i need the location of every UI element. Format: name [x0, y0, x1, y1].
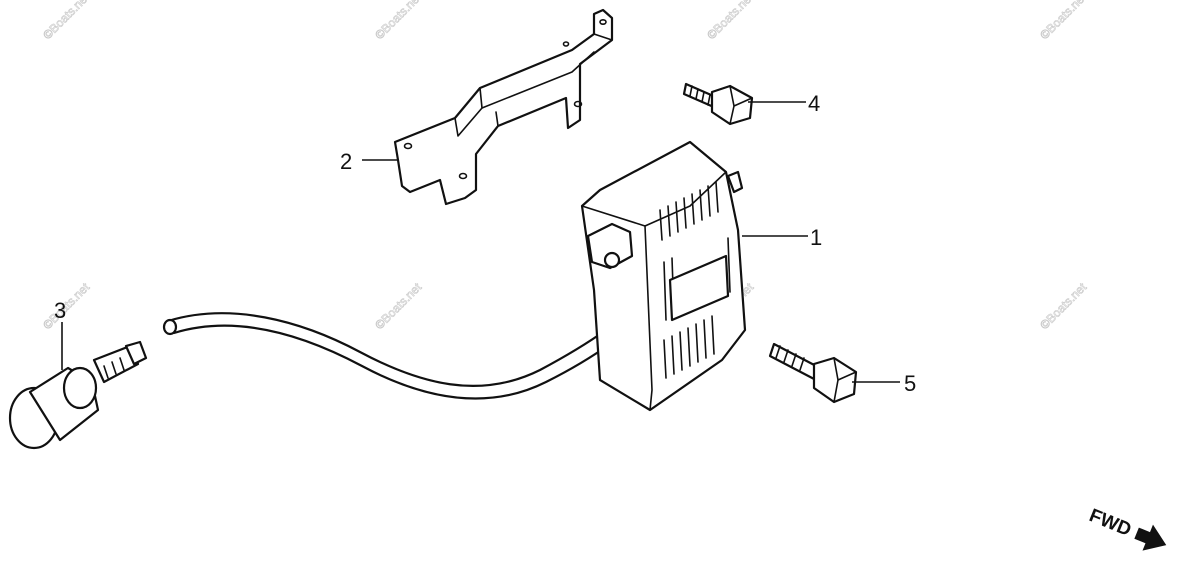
bolt-upper-part	[682, 82, 754, 126]
watermark: ©Boats.net	[1037, 280, 1089, 332]
spark-plug-cap-part	[8, 340, 148, 450]
callout-4: 4	[808, 91, 820, 116]
ignition-cable	[162, 294, 658, 400]
forward-arrow-icon	[1134, 524, 1167, 551]
watermark: ©Boats.net	[372, 0, 424, 42]
callout-3: 3	[54, 298, 66, 323]
watermark: ©Boats.net	[1037, 0, 1089, 42]
watermarks: ©Boats.net ©Boats.net ©Boats.net ©Boats.…	[40, 0, 1090, 332]
callout-1: 1	[810, 225, 822, 250]
watermark: ©Boats.net	[372, 280, 424, 332]
forward-direction-indicator: FWD	[1086, 505, 1167, 551]
callout-5: 5	[904, 371, 916, 396]
watermark: ©Boats.net	[40, 280, 92, 332]
watermark: ©Boats.net	[40, 0, 92, 42]
ignition-coil-part	[580, 140, 747, 412]
bolt-lower-part	[768, 342, 858, 404]
bracket-part	[393, 8, 614, 206]
callout-2: 2	[340, 149, 352, 174]
watermark: ©Boats.net	[704, 0, 756, 42]
fwd-label: FWD	[1086, 505, 1134, 541]
